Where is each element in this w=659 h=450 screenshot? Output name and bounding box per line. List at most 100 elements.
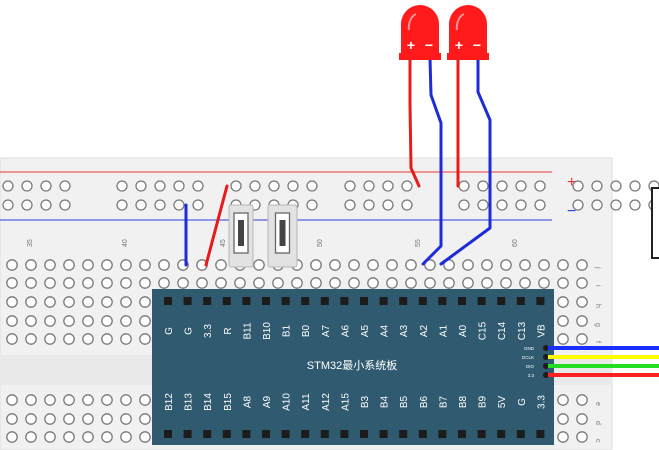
board-pin-header	[242, 430, 251, 438]
top-pin-label: B11	[242, 322, 253, 339]
grid-hole	[367, 259, 379, 271]
rail-hole	[192, 199, 204, 211]
grid-hole	[310, 277, 322, 289]
top-pin-label: A1	[438, 324, 449, 337]
grid-hole	[538, 277, 550, 289]
grid-hole	[139, 277, 151, 289]
bottom-pin-label: B5	[399, 395, 410, 408]
grid-hole	[462, 277, 474, 289]
board-pin-header	[262, 297, 270, 305]
board-pin-header	[418, 430, 427, 438]
bottom-pin-label: B3	[360, 395, 371, 408]
led-body	[401, 5, 439, 53]
rail-hole	[382, 180, 394, 192]
board-pin-header	[164, 430, 172, 438]
board-pin-header	[399, 430, 408, 438]
grid-hole	[82, 315, 94, 327]
rail-hole	[21, 180, 33, 192]
rail-hole	[268, 180, 280, 192]
grid-hole	[63, 259, 75, 271]
rail-hole	[572, 180, 584, 192]
side-pin	[543, 372, 549, 378]
grid-hole	[481, 259, 493, 271]
rail-hole	[59, 180, 71, 192]
rail-hole	[135, 199, 147, 211]
grid-hole	[82, 333, 94, 345]
grid-hole	[44, 413, 56, 425]
row-letter: h	[594, 304, 601, 308]
grid-hole	[44, 394, 56, 406]
rail-hole	[230, 180, 242, 192]
side-pin	[543, 363, 549, 369]
board-pin-header	[477, 297, 486, 305]
rail-hole	[496, 180, 508, 192]
rail-hole	[534, 180, 546, 192]
push-button-cap	[238, 220, 244, 246]
bottom-pin-label: B8	[458, 395, 469, 408]
column-number: 45	[220, 239, 227, 247]
top-pin-label: A3	[399, 324, 410, 337]
row-letter: d	[594, 421, 601, 425]
grid-hole	[139, 431, 151, 443]
led-flange	[447, 53, 489, 60]
grid-hole	[272, 277, 284, 289]
rail-hole	[591, 199, 603, 211]
led-plus-label: +	[455, 37, 463, 53]
rail-hole	[477, 180, 489, 192]
bottom-pin-label: 3.3	[536, 395, 547, 409]
grid-hole	[63, 277, 75, 289]
bottom-pin-label: B6	[419, 395, 430, 408]
grid-hole	[44, 431, 56, 443]
grid-hole	[101, 413, 113, 425]
grid-hole	[519, 277, 531, 289]
grid-hole	[101, 259, 113, 271]
grid-hole	[63, 333, 75, 345]
board-pin-header	[360, 430, 368, 438]
board-pin-header	[536, 297, 545, 305]
grid-hole	[25, 413, 37, 425]
side-pin	[543, 345, 549, 351]
grid-hole	[25, 277, 37, 289]
grid-hole	[367, 277, 379, 289]
top-pin-label: G	[184, 327, 195, 335]
board-pin-header	[379, 297, 388, 305]
board-pin-header	[438, 430, 447, 438]
top-pin-label: 3.3	[203, 324, 214, 338]
side-pin	[543, 354, 549, 360]
top-pin-label: C14	[497, 321, 508, 340]
grid-hole	[82, 259, 94, 271]
grid-hole	[6, 315, 18, 327]
board-pin-header	[320, 430, 329, 438]
grid-hole	[139, 296, 151, 308]
grid-hole	[25, 431, 37, 443]
grid-hole	[101, 394, 113, 406]
grid-hole	[443, 277, 455, 289]
bottom-pin-label: B13	[184, 393, 195, 411]
grid-hole	[576, 259, 588, 271]
grid-hole	[101, 296, 113, 308]
board-pin-header	[379, 430, 388, 438]
column-number: 50	[317, 239, 324, 247]
grid-hole	[557, 394, 569, 406]
grid-hole	[120, 259, 132, 271]
grid-hole	[215, 259, 227, 271]
bottom-pin-label: B4	[380, 395, 391, 408]
grid-hole	[253, 259, 265, 271]
grid-hole	[291, 277, 303, 289]
board-pin-header	[360, 297, 368, 305]
grid-hole	[139, 315, 151, 327]
top-pin-label: A5	[360, 324, 371, 337]
grid-hole	[82, 431, 94, 443]
row-letter: e	[594, 402, 601, 406]
top-pin-label: A2	[419, 324, 430, 337]
top-pin-label: B1	[282, 324, 293, 337]
bottom-pin-label: A9	[262, 395, 273, 408]
grid-hole	[557, 296, 569, 308]
grid-hole	[576, 413, 588, 425]
rail-hole	[458, 199, 470, 211]
led1-cathode-wire	[421, 56, 443, 266]
grid-hole	[424, 259, 436, 271]
grid-hole	[215, 277, 227, 289]
grid-hole	[158, 277, 170, 289]
